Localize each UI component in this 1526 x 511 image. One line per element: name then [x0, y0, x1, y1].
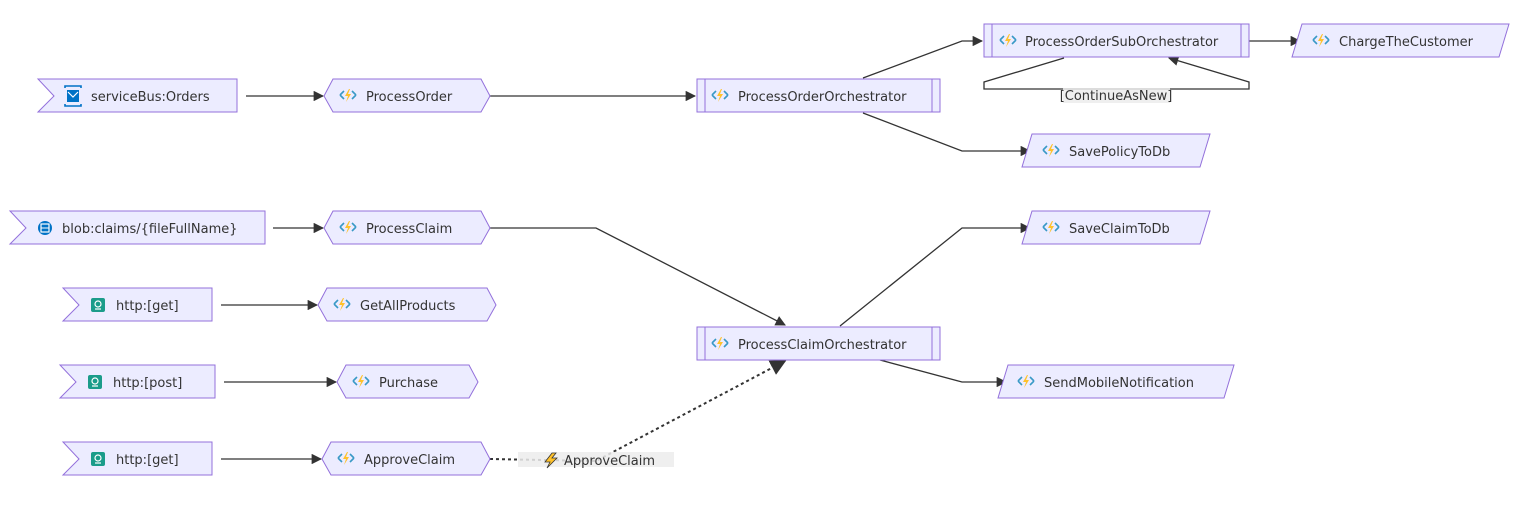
http-icon [91, 298, 105, 312]
servicebus-icon [64, 85, 82, 107]
node-process-order-orchestrator[interactable]: ProcessOrderOrchestrator [696, 78, 941, 113]
node-http-get-2[interactable]: http:[get] [61, 441, 213, 476]
node-label: ProcessClaimOrchestrator [738, 338, 907, 353]
node-label: GetAllProducts [360, 299, 456, 314]
node-label: http:[get] [116, 299, 179, 314]
http-icon [88, 375, 102, 389]
node-http-get-1[interactable]: http:[get] [61, 287, 213, 322]
node-save-policy-to-db[interactable]: SavePolicyToDb [1021, 133, 1211, 168]
lightning-icon [544, 452, 558, 469]
node-label: ChargeTheCustomer [1339, 35, 1474, 50]
node-label: ApproveClaim [364, 453, 455, 468]
node-label: http:[get] [116, 453, 179, 468]
edge-label-approve-claim: ApproveClaim [518, 452, 674, 469]
edge-claimorchestrator-to-saveclaim [839, 222, 1032, 327]
node-label: SaveClaimToDb [1069, 222, 1170, 237]
node-blob-claims[interactable]: blob:claims/{fileFullName} [8, 210, 266, 245]
edge-orchestrator-to-suborchestrator [862, 35, 984, 79]
node-label: ProcessClaim [366, 222, 452, 237]
node-label: ProcessOrderOrchestrator [738, 90, 907, 105]
node-label: Purchase [379, 376, 438, 391]
node-label: ProcessOrderSubOrchestrator [1025, 35, 1219, 50]
edge-label-continue-as-new: [ContinueAsNew] [1060, 88, 1173, 104]
node-purchase[interactable]: Purchase [336, 364, 479, 399]
continue-as-new-label: [ContinueAsNew] [1060, 89, 1173, 104]
edge-orchestrator-to-savepolicy [862, 112, 1032, 157]
node-http-post[interactable]: http:[post] [58, 364, 216, 399]
node-label: blob:claims/{fileFullName} [62, 222, 238, 237]
blob-storage-icon [38, 221, 52, 235]
http-icon [91, 452, 105, 466]
edge-processclaim-to-claimorchestrator [490, 227, 786, 326]
node-process-claim[interactable]: ProcessClaim [323, 210, 491, 245]
node-get-all-products[interactable]: GetAllProducts [317, 287, 497, 322]
node-process-order-sub-orchestrator[interactable]: ProcessOrderSubOrchestrator [983, 23, 1250, 58]
node-process-claim-orchestrator[interactable]: ProcessClaimOrchestrator [696, 326, 941, 361]
node-save-claim-to-db[interactable]: SaveClaimToDb [1021, 210, 1211, 245]
edge-continue-as-new-loop [983, 55, 1250, 90]
node-label: ProcessOrder [366, 90, 453, 105]
approve-claim-event-label: ApproveClaim [564, 454, 655, 469]
node-label: http:[post] [113, 376, 182, 391]
edge-claimorchestrator-to-sendnotification [879, 359, 1008, 388]
node-label: serviceBus:Orders [91, 90, 210, 105]
node-approve-claim[interactable]: ApproveClaim [321, 441, 491, 476]
node-servicebus-orders[interactable]: serviceBus:Orders [36, 78, 238, 113]
node-send-mobile-notification[interactable]: SendMobileNotification [997, 364, 1235, 399]
node-label: SendMobileNotification [1044, 376, 1194, 391]
node-label: SavePolicyToDb [1069, 145, 1170, 160]
edge-approveclaim-event-to-claimorchestrator [489, 360, 787, 463]
node-process-order[interactable]: ProcessOrder [323, 78, 491, 113]
node-charge-the-customer[interactable]: ChargeTheCustomer [1291, 23, 1510, 58]
